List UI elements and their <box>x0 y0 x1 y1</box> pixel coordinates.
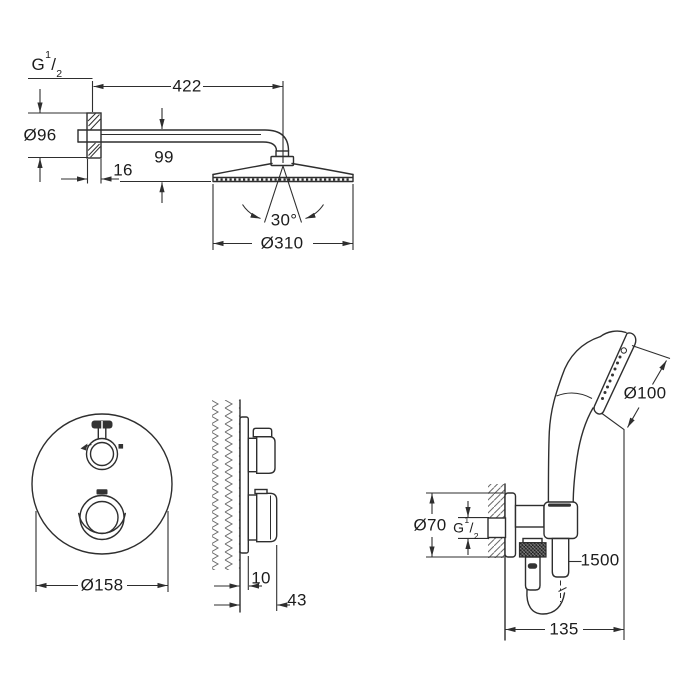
thermostat-trim-side-view <box>212 399 290 613</box>
thread-numerator: 1 <box>45 49 52 62</box>
dimension-trim-depth-label: 10 <box>251 568 271 588</box>
thermostat-trim-front-view <box>31 413 173 592</box>
thread-prefix: G <box>453 519 465 536</box>
thread-numerator: 1 <box>464 515 470 526</box>
dimension-spray-angle-label: 30° <box>270 210 298 230</box>
dimension-hose-length-label: 1500 <box>580 550 620 570</box>
dimension-head-diameter-label: Ø310 <box>260 233 304 253</box>
dimension-trim-diameter-label: Ø158 <box>80 575 124 595</box>
thread-denominator: 2 <box>473 530 479 541</box>
dimension-holder-offset-label: 135 <box>549 619 579 639</box>
dimension-thread-top-label: G1/2 <box>31 50 63 81</box>
dimension-hand-shower-diameter-label: Ø100 <box>623 383 667 403</box>
thread-denominator: 2 <box>56 68 63 81</box>
hand-shower-holder-view <box>426 330 671 641</box>
dimension-thread-bottom-label: G1/2 <box>453 516 479 541</box>
dimension-holder-escutcheon-label: Ø70 <box>413 515 447 535</box>
dimension-flange-diameter-label: Ø96 <box>23 125 57 145</box>
thread-prefix: G <box>31 54 46 74</box>
thread-slash: / <box>469 519 474 536</box>
dimension-drop-height-label: 99 <box>154 147 174 167</box>
dimension-knob-depth-label: 43 <box>287 590 307 610</box>
dimension-flange-depth-label: 16 <box>113 160 133 180</box>
thread-slash: / <box>51 54 57 74</box>
rain-shower-arm-view <box>28 77 354 250</box>
dimension-arm-length-label: 422 <box>172 76 202 96</box>
